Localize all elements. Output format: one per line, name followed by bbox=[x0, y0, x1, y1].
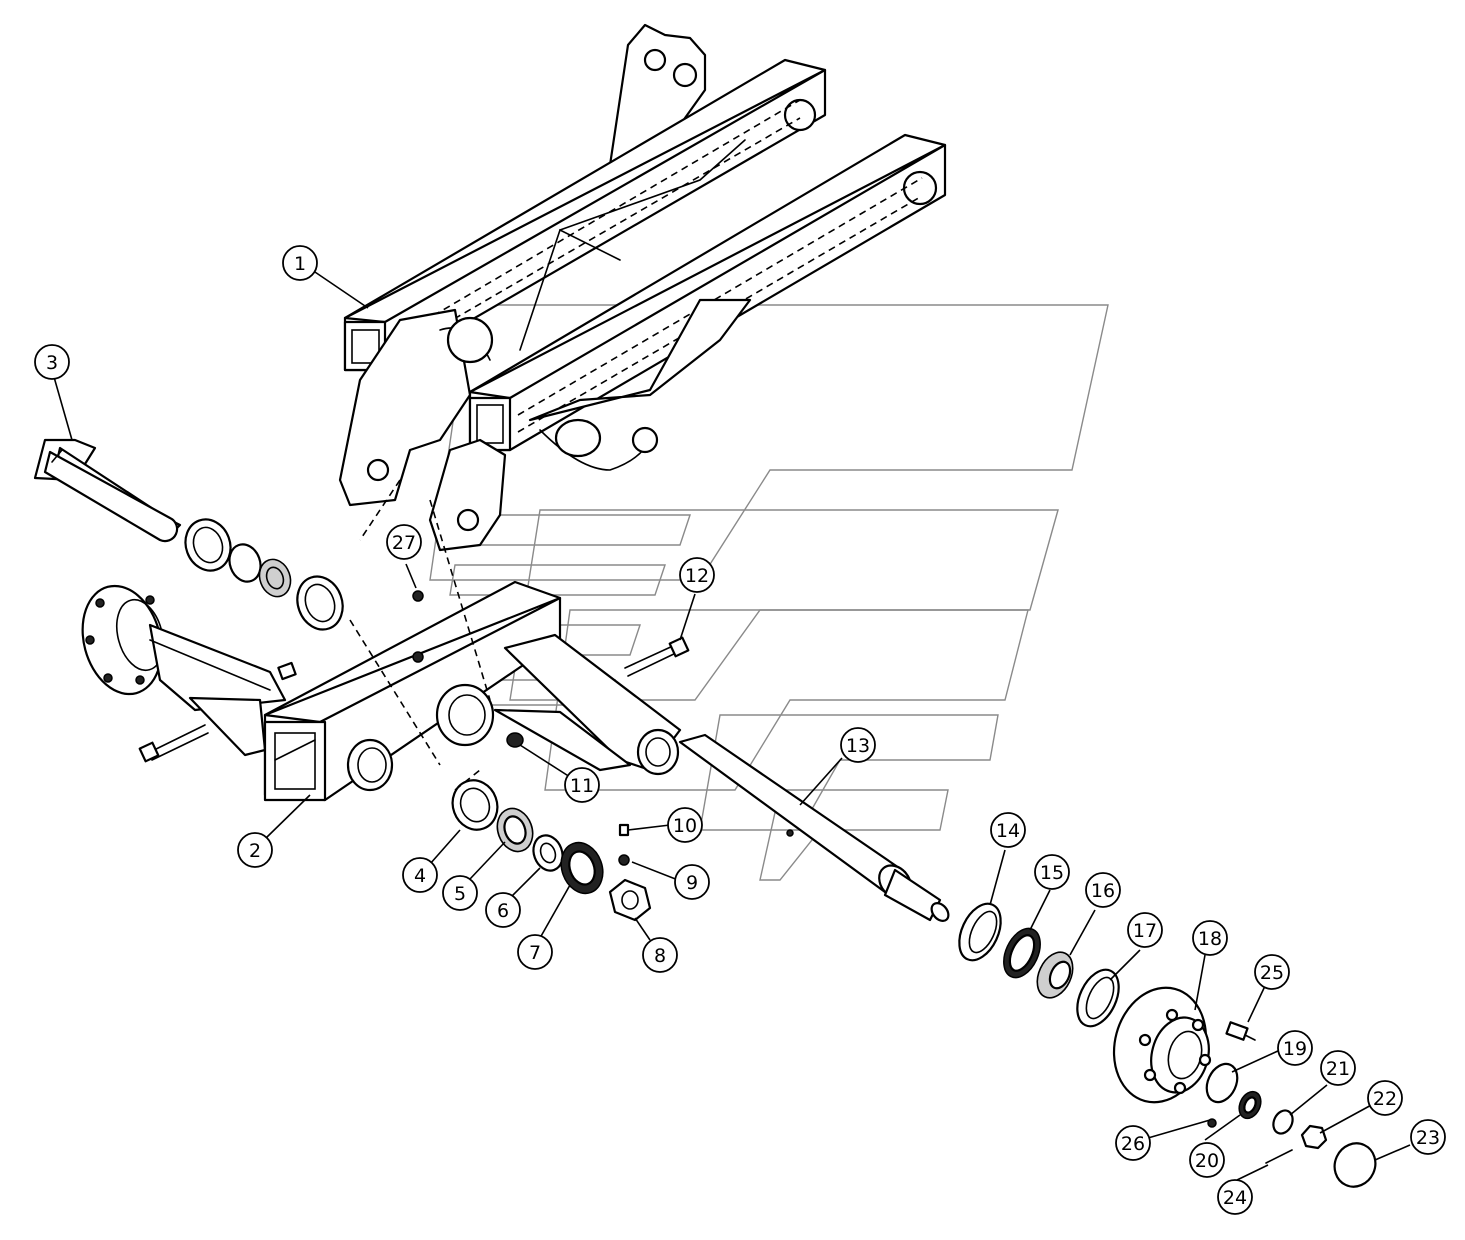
callout-circle bbox=[564, 767, 600, 803]
axle-beam-part bbox=[81, 499, 682, 802]
callout-circle bbox=[282, 245, 318, 281]
callout-circle bbox=[1085, 872, 1121, 908]
callout-9: 9 bbox=[674, 864, 710, 900]
callout-number: 13 bbox=[846, 735, 870, 757]
callout-number: 7 bbox=[529, 942, 541, 964]
frame-arms-part bbox=[338, 23, 947, 552]
bolt-12-part bbox=[624, 636, 690, 677]
callout-18: 18 bbox=[1192, 920, 1228, 956]
callout-circle bbox=[1127, 912, 1163, 948]
callout-circle bbox=[1217, 1179, 1253, 1215]
callout-circle bbox=[386, 524, 422, 560]
callout-number: 27 bbox=[392, 532, 416, 554]
callout-number: 6 bbox=[497, 900, 509, 922]
callout-number: 17 bbox=[1133, 920, 1157, 942]
callout-12: 12 bbox=[679, 557, 715, 593]
callout-20: 20 bbox=[1189, 1142, 1225, 1178]
callout-number: 5 bbox=[454, 883, 466, 905]
wheel-hub-assembly bbox=[958, 902, 1377, 1188]
callout-number: 19 bbox=[1283, 1038, 1307, 1060]
callout-circle bbox=[667, 807, 703, 843]
kingpin-bearing-set bbox=[451, 769, 652, 922]
callout-circle bbox=[1115, 1125, 1151, 1161]
callout-24: 24 bbox=[1217, 1179, 1253, 1215]
callout-number: 14 bbox=[996, 820, 1020, 842]
grease-nipple-27 bbox=[412, 590, 424, 602]
callout-circle bbox=[34, 344, 70, 380]
callout-14: 14 bbox=[990, 812, 1026, 848]
pivot-pin-part bbox=[33, 438, 182, 543]
callout-number: 10 bbox=[673, 815, 697, 837]
callout-circle bbox=[517, 934, 553, 970]
leader-lines bbox=[53, 269, 1411, 1181]
callout-circle bbox=[1410, 1119, 1446, 1155]
callout-23: 23 bbox=[1410, 1119, 1446, 1155]
callout-circle bbox=[1277, 1030, 1313, 1066]
callout-number: 26 bbox=[1121, 1133, 1145, 1155]
callout-11: 11 bbox=[564, 767, 600, 803]
callout-number: 11 bbox=[570, 775, 594, 797]
pivot-bearing-set bbox=[184, 518, 344, 631]
callout-circle bbox=[1254, 954, 1290, 990]
callout-circle bbox=[485, 892, 521, 928]
callout-circle bbox=[1367, 1080, 1403, 1116]
callout-number: 16 bbox=[1091, 880, 1115, 902]
callout-15: 15 bbox=[1034, 854, 1070, 890]
callout-8: 8 bbox=[642, 937, 678, 973]
callout-25: 25 bbox=[1254, 954, 1290, 990]
callout-27: 27 bbox=[386, 524, 422, 560]
callout-circle bbox=[442, 875, 478, 911]
callout-number: 2 bbox=[249, 840, 261, 862]
callout-number: 18 bbox=[1198, 928, 1222, 950]
callout-3: 3 bbox=[34, 344, 70, 380]
callout-circle bbox=[1320, 1050, 1356, 1086]
callout-circle bbox=[402, 857, 438, 893]
callout-number: 12 bbox=[685, 565, 709, 587]
callout-circle bbox=[1034, 854, 1070, 890]
spindle-part bbox=[678, 733, 950, 922]
callout-13: 13 bbox=[840, 727, 876, 763]
callout-circle bbox=[990, 812, 1026, 848]
callout-circle bbox=[1192, 920, 1228, 956]
callout-6: 6 bbox=[485, 892, 521, 928]
callout-circle bbox=[642, 937, 678, 973]
callout-circle bbox=[840, 727, 876, 763]
callout-number: 8 bbox=[654, 945, 666, 967]
callout-circle bbox=[679, 557, 715, 593]
callout-number: 9 bbox=[686, 872, 698, 894]
callout-number: 1 bbox=[294, 253, 306, 275]
callout-7: 7 bbox=[517, 934, 553, 970]
callout-10: 10 bbox=[667, 807, 703, 843]
callout-21: 21 bbox=[1320, 1050, 1356, 1086]
callout-19: 19 bbox=[1277, 1030, 1313, 1066]
callout-22: 22 bbox=[1367, 1080, 1403, 1116]
callout-number: 22 bbox=[1373, 1088, 1397, 1110]
callout-number: 23 bbox=[1416, 1127, 1440, 1149]
callout-number: 21 bbox=[1326, 1058, 1350, 1080]
callout-4: 4 bbox=[402, 857, 438, 893]
callout-number: 3 bbox=[46, 352, 58, 374]
callout-number: 20 bbox=[1195, 1150, 1219, 1172]
callout-circle bbox=[674, 864, 710, 900]
callout-circle bbox=[1189, 1142, 1225, 1178]
callout-16: 16 bbox=[1085, 872, 1121, 908]
callout-26: 26 bbox=[1115, 1125, 1151, 1161]
callout-number: 4 bbox=[414, 865, 426, 887]
callout-2: 2 bbox=[237, 832, 273, 868]
callout-5: 5 bbox=[442, 875, 478, 911]
callout-1: 1 bbox=[282, 245, 318, 281]
callout-17: 17 bbox=[1127, 912, 1163, 948]
callout-number: 15 bbox=[1040, 862, 1064, 884]
callout-circle bbox=[237, 832, 273, 868]
callout-number: 24 bbox=[1223, 1187, 1247, 1209]
callout-number: 25 bbox=[1260, 962, 1284, 984]
